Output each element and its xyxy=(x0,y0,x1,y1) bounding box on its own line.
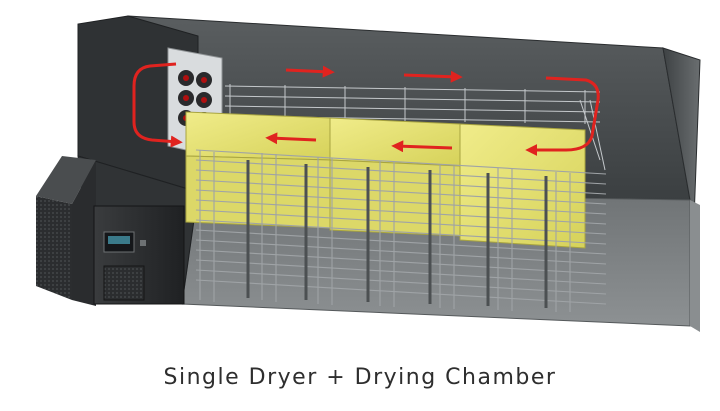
airflow-arrow-icon xyxy=(403,70,463,83)
control-panel-icon xyxy=(103,231,146,253)
baffle-panel xyxy=(185,111,331,161)
dryer-chamber-illustration xyxy=(36,15,701,332)
dryer-unit-vent xyxy=(103,265,145,301)
dryer-unit-side xyxy=(36,196,72,300)
dryer-unit xyxy=(36,156,185,306)
rack-tops xyxy=(224,84,606,171)
airflow-arrow-icon xyxy=(391,140,453,153)
dryer-unit-front xyxy=(72,160,96,306)
airflow-arrow-icon xyxy=(525,76,600,156)
chamber-front-edge xyxy=(690,200,700,332)
airflow-arrows xyxy=(132,62,600,156)
diagram-caption: Single Dryer + Drying Chamber xyxy=(163,365,557,390)
dryer-unit-top xyxy=(36,156,96,204)
airflow-arrow-icon xyxy=(265,132,317,145)
airflow-arrow-icon xyxy=(132,62,183,148)
drying-racks xyxy=(195,149,607,312)
airflow-arrow-icon xyxy=(285,65,335,78)
